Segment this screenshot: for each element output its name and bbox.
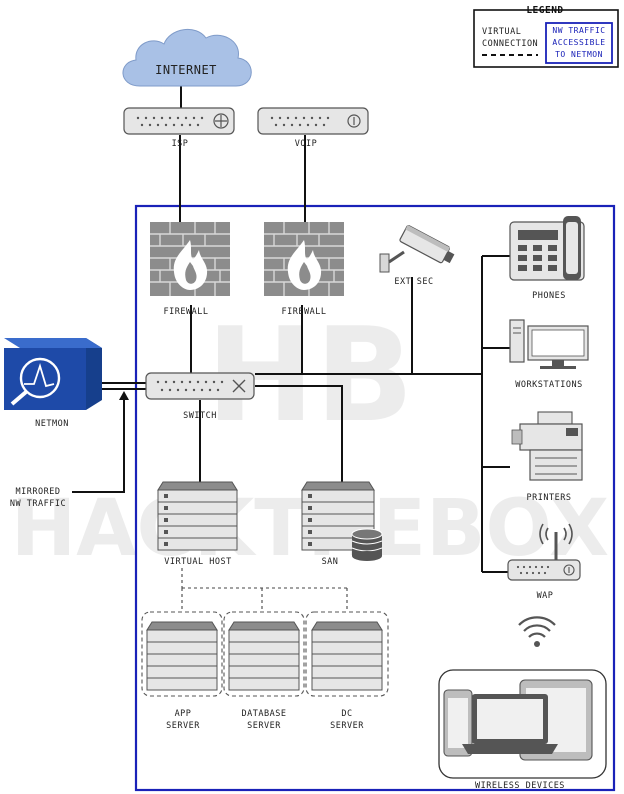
- wireless-devices: WIRELESS DEVICES: [438, 669, 607, 791]
- switch: SWITCH: [145, 372, 255, 421]
- netmon: NETMON: [4, 338, 102, 429]
- wap-icon: [507, 523, 581, 581]
- database-server-label-2: SERVER: [247, 721, 281, 731]
- internet-cloud: INTERNET: [122, 29, 252, 87]
- legend-nw-text-3: TO NETMON: [555, 50, 603, 59]
- devices-icon: [443, 679, 593, 761]
- isp-router: ISP: [123, 107, 235, 149]
- app-server-frame: [141, 611, 223, 697]
- legend-virtual-text-2: CONNECTION: [482, 39, 538, 49]
- legend-virtual-text-1: VIRTUAL: [482, 27, 521, 37]
- app-server: APP SERVER: [141, 611, 223, 731]
- san: SAN: [301, 481, 383, 567]
- legend-nw-text-1: NW TRAFFIC: [552, 26, 605, 35]
- firewall-2-label: FIREWALL: [282, 307, 327, 317]
- app-server-label-2: SERVER: [166, 721, 200, 731]
- voip-label: VOIP: [295, 139, 317, 149]
- security-camera-icon: [379, 224, 455, 273]
- netmon-accessible-boundary: [134, 204, 616, 792]
- dc-server-label-1: DC: [341, 709, 352, 719]
- firewall-icon: [150, 222, 230, 296]
- phones: PHONES: [509, 216, 585, 301]
- server-icon: [157, 481, 238, 551]
- wap-label: WAP: [537, 591, 554, 601]
- server-icon: [228, 621, 300, 691]
- firewall-1: FIREWALL: [150, 222, 230, 317]
- database-icon: [351, 528, 383, 561]
- wifi-signal-icon: [518, 616, 556, 647]
- app-server-label-1: APP: [175, 709, 192, 719]
- printer-icon: [511, 411, 583, 481]
- wire-switch-san: [255, 385, 343, 482]
- workstations-label: WORKSTATIONS: [515, 380, 582, 390]
- legend-blue-box: [545, 22, 613, 64]
- isp-label: ISP: [172, 139, 189, 149]
- firewall-icon: [264, 222, 344, 296]
- internet-label: INTERNET: [155, 63, 217, 77]
- virtual-host: VIRTUAL HOST: [157, 481, 238, 567]
- router-icon: [123, 107, 235, 135]
- voip-device: VOIP: [257, 107, 369, 149]
- dc-server-label-2: SERVER: [330, 721, 364, 731]
- netmon-monitor-icon: [4, 338, 102, 410]
- voip-box-icon: [257, 107, 369, 135]
- legend-title: LEGEND: [526, 5, 563, 16]
- san-label: SAN: [322, 557, 339, 567]
- connections: [72, 84, 510, 612]
- server-icon: [146, 621, 218, 691]
- printers: PRINTERS: [511, 411, 583, 503]
- database-server-frame: [223, 611, 305, 697]
- switch-label: SWITCH: [183, 411, 217, 421]
- database-server: DATABASE SERVER: [223, 611, 305, 731]
- mirrored-label-1: MIRRORED: [16, 487, 61, 497]
- virtual-connections: [181, 568, 348, 612]
- wap: WAP: [507, 523, 581, 601]
- legend: LEGEND VIRTUAL CONNECTION NW TRAFFIC ACC…: [473, 5, 619, 68]
- server-icon: [311, 621, 383, 691]
- mirrored-label-2: NW TRAFFIC: [10, 499, 66, 509]
- wire-mirrored-traffic: [72, 398, 125, 493]
- cloud-icon: [122, 29, 252, 87]
- legend-nw-text-2: ACCESSIBLE: [552, 38, 605, 47]
- virtual-host-label: VIRTUAL HOST: [164, 557, 231, 567]
- workstation-icon: [509, 319, 589, 369]
- wireless-devices-label: WIRELESS DEVICES: [475, 781, 565, 791]
- firewall-1-label: FIREWALL: [164, 307, 209, 317]
- workstations: WORKSTATIONS: [509, 319, 589, 390]
- dc-server: DC SERVER: [305, 611, 389, 731]
- netmon-label: NETMON: [35, 419, 69, 429]
- phones-label: PHONES: [532, 291, 566, 301]
- firewall-2: FIREWALL: [264, 222, 344, 317]
- ext-sec-label: EXT SEC: [394, 277, 433, 287]
- switch-icon: [145, 372, 255, 400]
- ext-sec-camera: EXT SEC: [379, 224, 455, 287]
- mirrored-arrowhead: [119, 391, 129, 400]
- dc-server-frame: [305, 611, 389, 697]
- database-server-label-1: DATABASE: [242, 709, 287, 719]
- phone-icon: [509, 216, 585, 281]
- printers-label: PRINTERS: [527, 493, 572, 503]
